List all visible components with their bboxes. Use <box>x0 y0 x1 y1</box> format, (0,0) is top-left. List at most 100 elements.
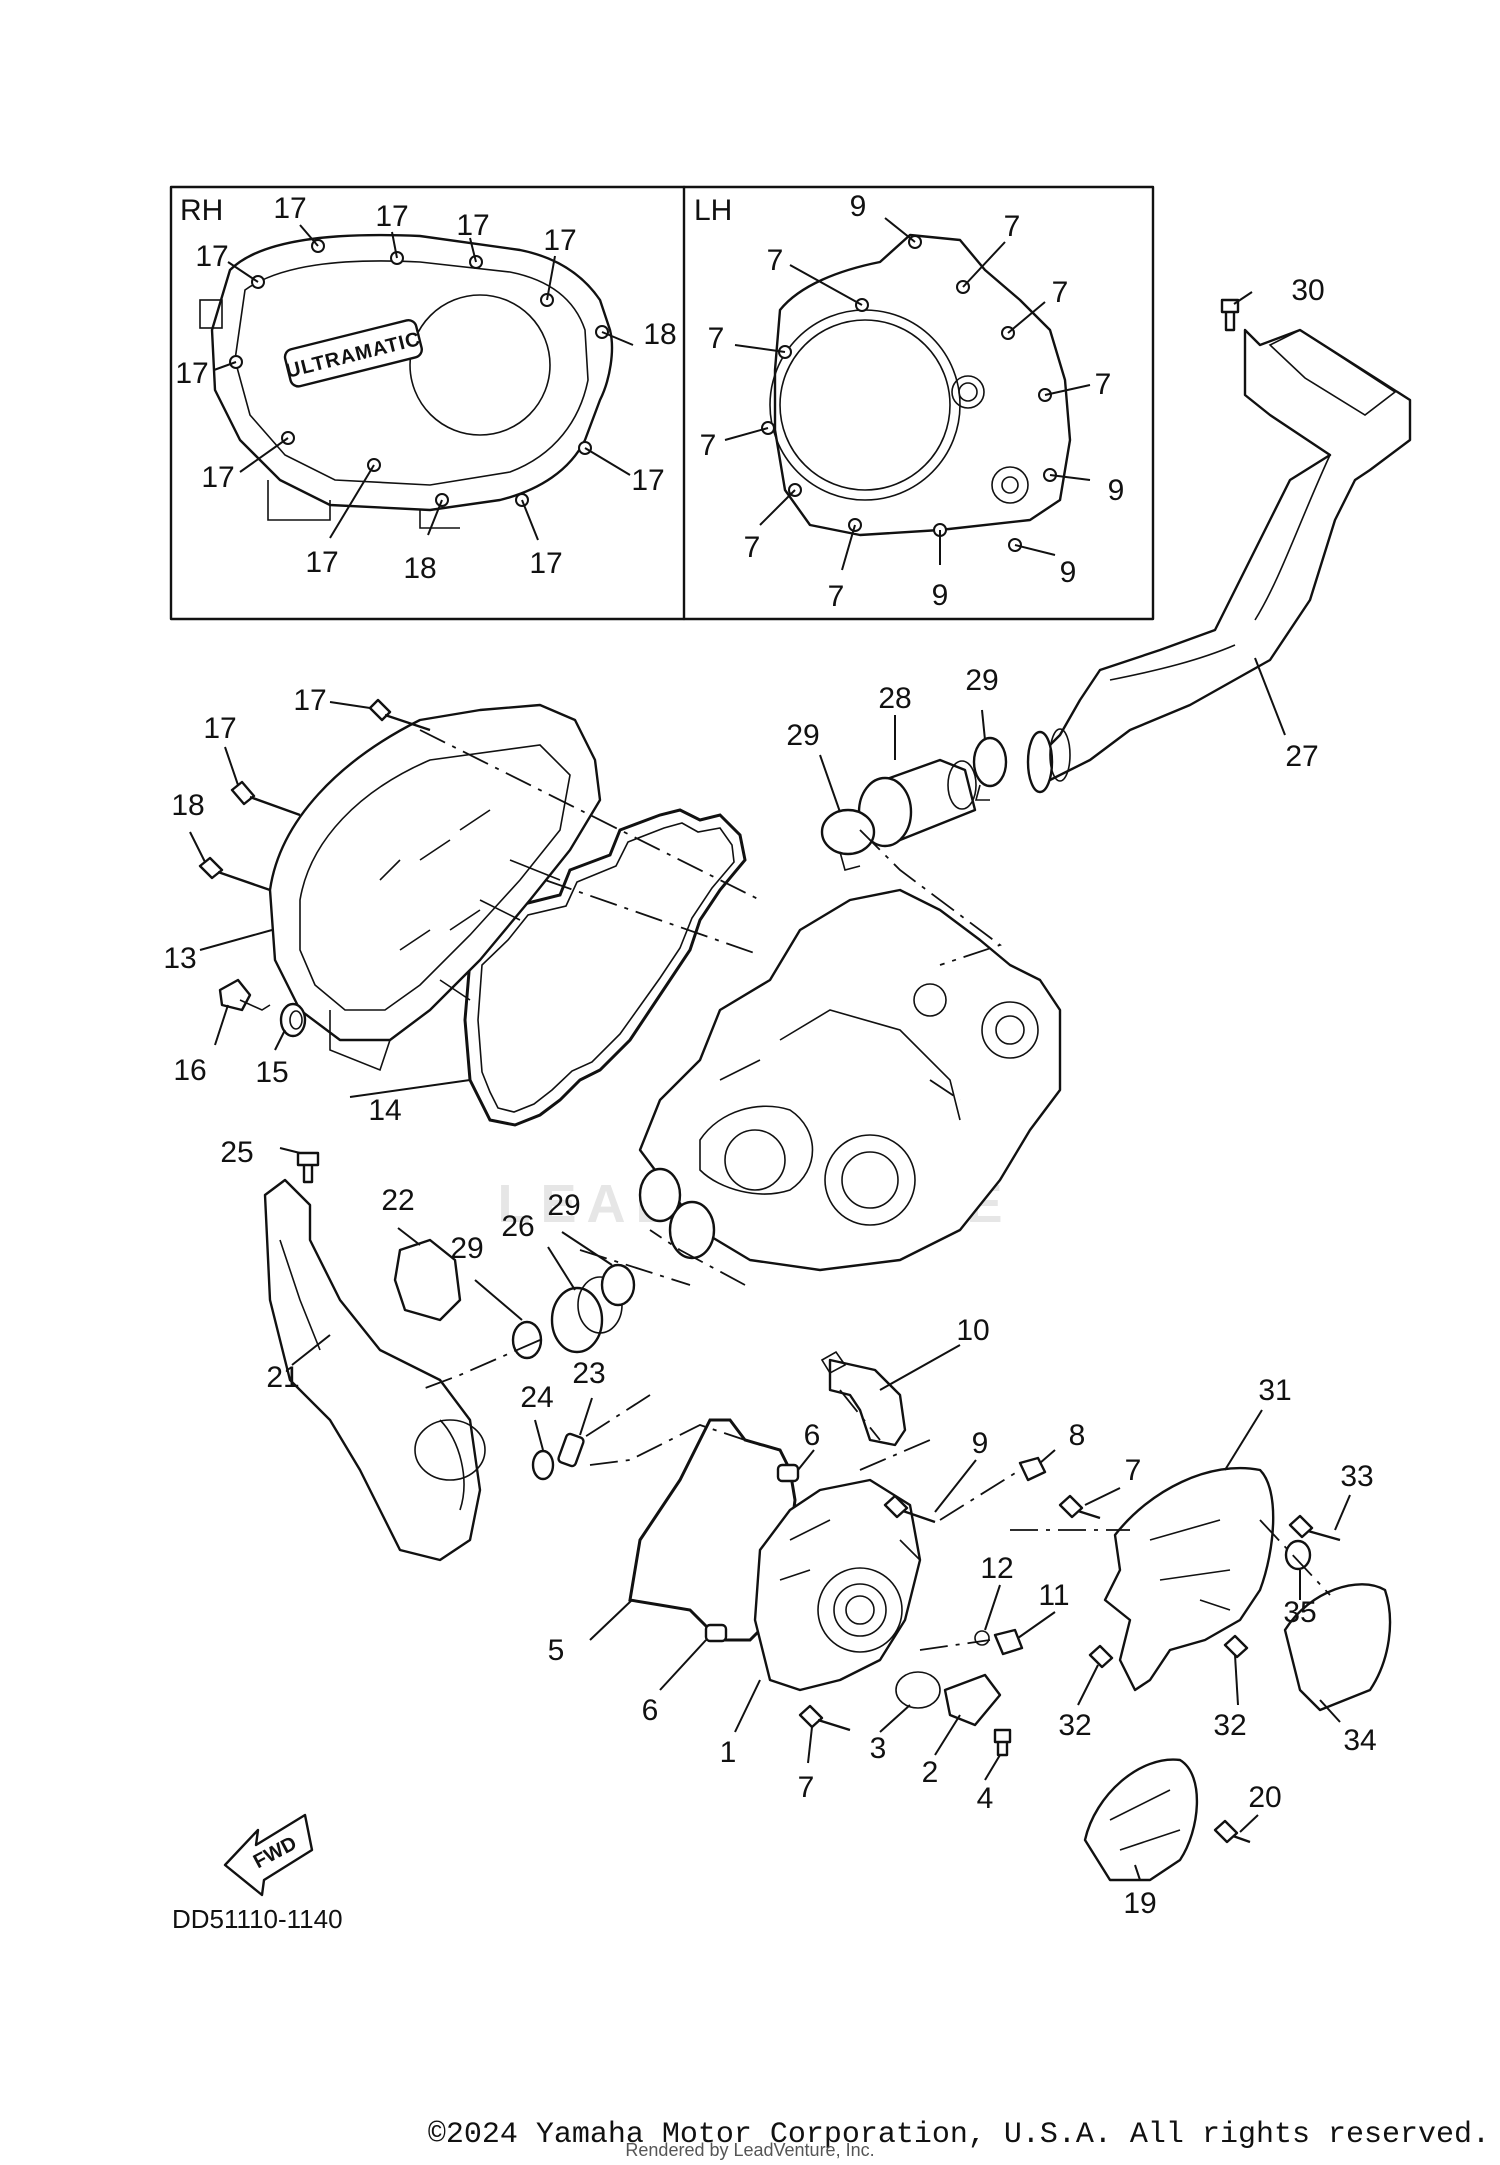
callout-9: 9 <box>1108 474 1125 507</box>
joint-26 <box>550 1276 623 1354</box>
callout-29: 29 <box>450 1232 483 1265</box>
callout-29: 29 <box>786 719 819 752</box>
callout-18: 18 <box>643 318 676 351</box>
crankcase-cover-13 <box>268 703 602 1072</box>
collar-35 <box>1284 1539 1312 1571</box>
callout-10: 10 <box>956 1314 989 1347</box>
cover-22 <box>393 1238 462 1322</box>
callout-29: 29 <box>547 1189 580 1222</box>
callout-22: 22 <box>381 1184 414 1217</box>
clip-8 <box>1018 1456 1047 1482</box>
callout-9: 9 <box>850 190 867 223</box>
callout-17: 17 <box>175 357 208 390</box>
cap-2 <box>943 1673 1002 1727</box>
lh-cover-view <box>761 233 1072 552</box>
callout-17: 17 <box>456 209 489 242</box>
dowel-6-upper <box>776 1463 800 1483</box>
clamp-24 <box>531 1449 555 1481</box>
oring-12 <box>974 1630 990 1646</box>
callout-28: 28 <box>878 682 911 715</box>
callout-33: 33 <box>1340 1460 1373 1493</box>
bolt-33 <box>1288 1514 1341 1542</box>
callout-17: 17 <box>631 464 664 497</box>
callout-7: 7 <box>767 244 784 277</box>
callout-7: 7 <box>798 1771 815 1804</box>
inset-box: RH LH <box>169 185 1155 621</box>
callout-17: 17 <box>203 712 236 745</box>
inset-label-lh: LH <box>694 194 732 227</box>
callout-18: 18 <box>171 789 204 822</box>
callout-30: 30 <box>1291 274 1324 307</box>
bolt-30 <box>1220 298 1240 332</box>
bracket-10 <box>820 1350 907 1447</box>
callout-5: 5 <box>548 1634 565 1667</box>
clamp-29-upper-right <box>972 736 1008 801</box>
clamp-29-upper-left <box>820 808 876 871</box>
callout-7: 7 <box>1052 276 1069 309</box>
copyright-notice: ©2024 Yamaha Motor Corporation, U.S.A. A… <box>427 2118 1490 2152</box>
cover-34 <box>1283 1583 1392 1712</box>
callout-17: 17 <box>293 684 326 717</box>
callout-7: 7 <box>1095 368 1112 401</box>
callout-14: 14 <box>368 1094 401 1127</box>
cover-19 <box>1083 1758 1199 1882</box>
callout-2: 2 <box>922 1756 939 1789</box>
bolt-32-right <box>1223 1634 1249 1659</box>
callout-27: 27 <box>1285 740 1318 773</box>
gasket-14 <box>463 808 747 1127</box>
joint-28 <box>857 758 977 848</box>
bolt-4 <box>993 1728 1012 1757</box>
inset-leaders <box>213 217 1091 571</box>
callout-7: 7 <box>828 580 845 613</box>
callout-20: 20 <box>1248 1781 1281 1814</box>
dowel-6-lower <box>704 1623 728 1643</box>
callout-15: 15 <box>255 1056 288 1089</box>
callout-17: 17 <box>529 547 562 580</box>
callout-7: 7 <box>1125 1454 1142 1487</box>
bolt-11 <box>993 1628 1024 1656</box>
callout-9: 9 <box>972 1427 989 1460</box>
callout-6: 6 <box>804 1419 821 1452</box>
callout-29: 29 <box>965 664 998 697</box>
callout-17: 17 <box>375 200 408 233</box>
callout-16: 16 <box>173 1054 206 1087</box>
rendered-by-notice: Rendered by LeadVenture, Inc. <box>625 2140 875 2160</box>
plug-16 <box>218 978 271 1012</box>
callout-9: 9 <box>932 579 949 612</box>
callout-26: 26 <box>501 1210 534 1243</box>
callout-9: 9 <box>1060 556 1077 589</box>
gasket-3 <box>895 1671 941 1709</box>
callout-17: 17 <box>273 192 306 225</box>
callout-1: 1 <box>720 1736 737 1769</box>
clamp-29-lower-right <box>600 1263 636 1307</box>
callout-17: 17 <box>305 546 338 579</box>
diagram-code: DD51110-1140 <box>172 1904 343 1934</box>
callout-13: 13 <box>163 942 196 975</box>
callout-25: 25 <box>220 1136 253 1169</box>
callout-32: 32 <box>1058 1709 1091 1742</box>
crankcase <box>638 888 1062 1272</box>
callout-23: 23 <box>572 1357 605 1390</box>
callout-8: 8 <box>1069 1419 1086 1452</box>
bolt-32-left <box>1088 1644 1114 1669</box>
callout-35: 35 <box>1283 1596 1316 1629</box>
callout-17: 17 <box>195 240 228 273</box>
seal-15 <box>279 1002 307 1038</box>
callout-17: 17 <box>543 224 576 257</box>
callout-4: 4 <box>977 1782 994 1815</box>
callout-7: 7 <box>1004 210 1021 243</box>
bolt-25 <box>296 1151 320 1184</box>
callout-12: 12 <box>980 1552 1013 1585</box>
inset-label-rh: RH <box>180 194 223 227</box>
callout-31: 31 <box>1258 1374 1291 1407</box>
assembly-lines <box>419 729 1331 1651</box>
callout-21: 21 <box>266 1361 299 1394</box>
callout-7: 7 <box>744 531 761 564</box>
bolt-17-mid <box>230 780 301 817</box>
callout-18: 18 <box>403 552 436 585</box>
bolt-9 <box>883 1494 936 1524</box>
rh-cover-view: ULTRAMATIC <box>199 233 614 529</box>
air-duct-27 <box>1026 328 1412 794</box>
callout-7: 7 <box>700 429 717 462</box>
